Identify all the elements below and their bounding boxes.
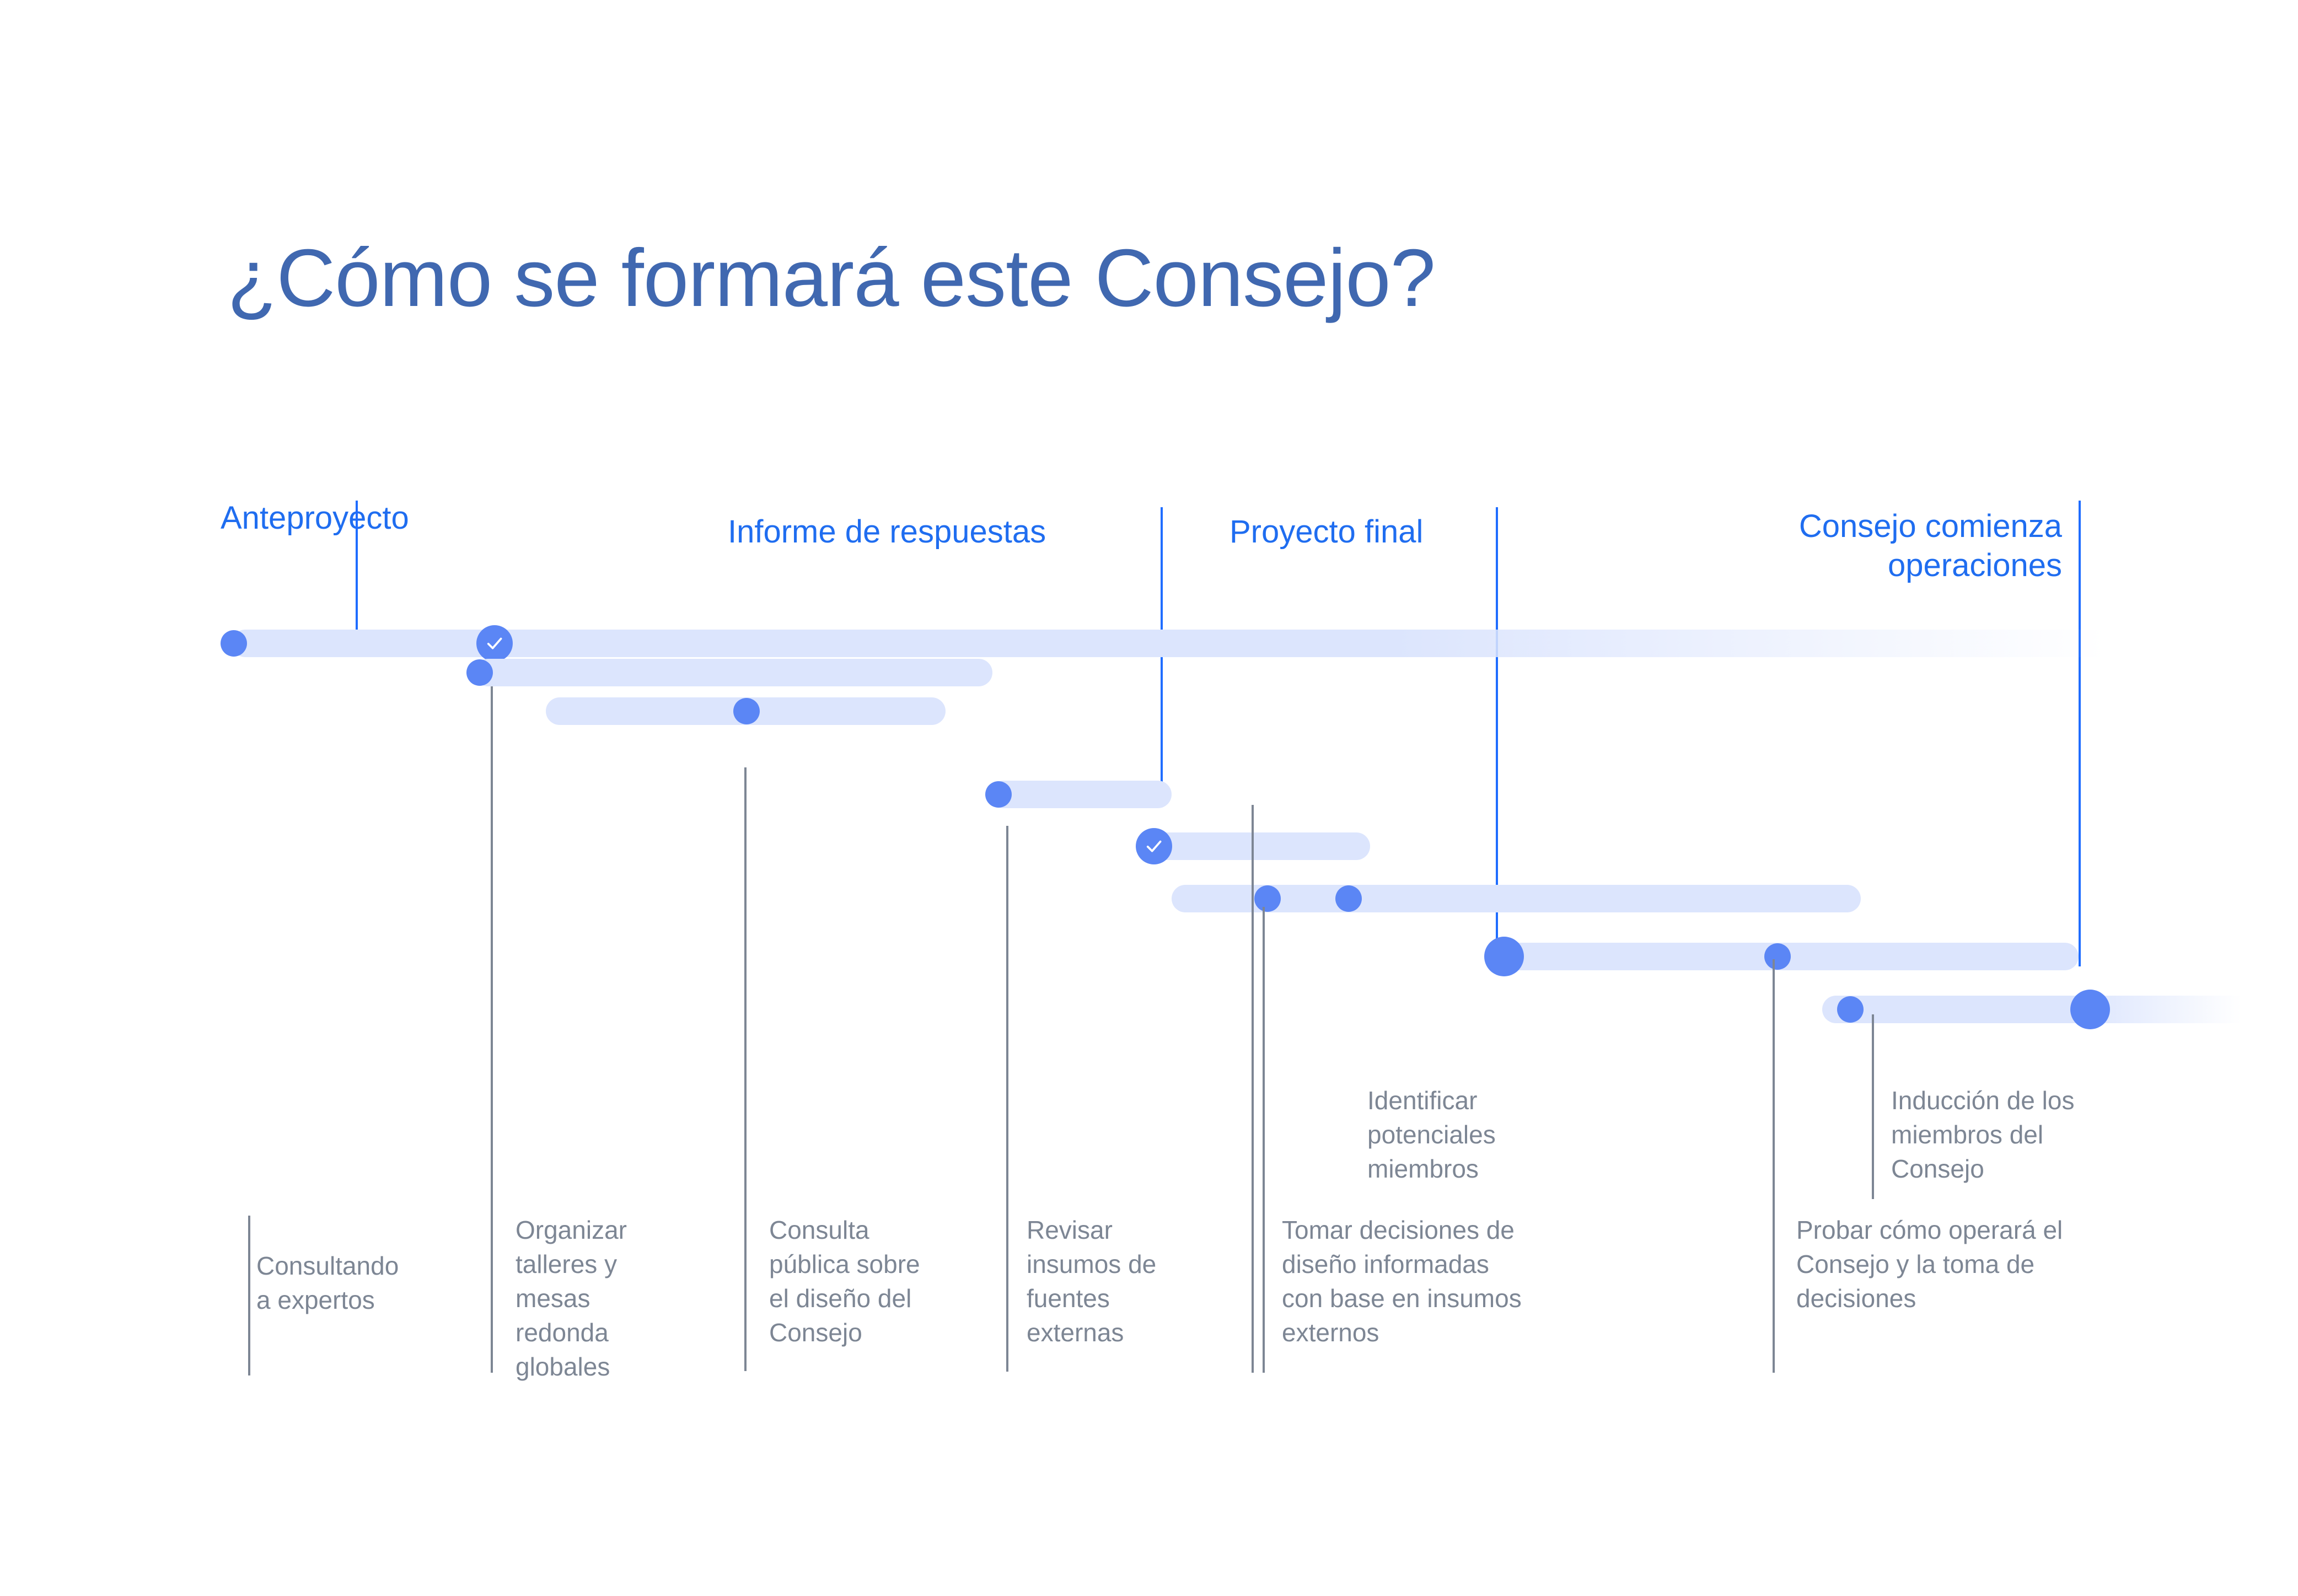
caption-text-8: Inducción de los miembros del Consejo [1891,1086,2075,1184]
caption-connector-line-7 [1773,959,1775,1373]
caption-text-3: Consulta pública sobre el diseño del Con… [769,1216,920,1347]
milestone-marker-line [2079,501,2081,966]
milestone-dot[interactable] [466,659,493,686]
page-title: ¿Cómo se formará este Consejo? [227,233,1436,324]
check-icon [1136,828,1172,864]
milestone-dot[interactable] [733,698,760,724]
caption-text-4: Revisar insumos de fuentes externas [1027,1216,1157,1347]
caption-connector-line-1 [248,1216,250,1375]
caption-connector-line-8 [1872,1014,1874,1199]
milestone-dot[interactable] [1254,885,1281,912]
milestone-marker-line [356,501,358,633]
milestone-label: Anteproyecto [221,500,409,536]
caption-connector-line-6 [1252,805,1254,1373]
milestone-dot[interactable] [1837,996,1864,1023]
milestone-check-dot[interactable] [1136,828,1172,864]
check-icon [476,625,513,662]
caption-text-1: Consultando a expertos [256,1251,399,1315]
milestone-dot[interactable] [1764,943,1791,970]
milestone-dot[interactable] [985,781,1012,808]
caption-text-7: Probar cómo operará el Consejo y la toma… [1796,1216,2063,1313]
gantt-bar[interactable] [232,630,2106,657]
gantt-bar[interactable] [1822,996,2241,1023]
gantt-bar[interactable] [990,781,1172,808]
milestone-check-dot[interactable] [476,625,513,662]
gantt-bar[interactable] [474,659,992,686]
caption-connector-line-4 [1006,826,1008,1372]
gantt-bar[interactable] [1172,885,1861,912]
milestone-label: Consejo comienza operaciones [1798,508,2062,583]
caption-connector-line-3 [744,767,747,1371]
milestone-dot[interactable] [1335,885,1362,912]
caption-text-5: Tomar decisiones de diseño informadas co… [1282,1216,1522,1347]
caption-connector-line-2 [491,686,493,1373]
milestone-marker-line [1496,507,1498,968]
milestone-dot[interactable] [1484,937,1524,976]
milestone-dot[interactable] [2070,990,2110,1029]
milestone-label: Informe de respuestas [728,514,1046,550]
milestone-dot[interactable] [221,630,247,657]
caption-text-6: Identificar potenciales miembros [1367,1086,1496,1184]
caption-connector-line-5 [1263,907,1265,1373]
milestone-label: Proyecto final [1229,514,1424,550]
gantt-bar[interactable] [1147,832,1370,860]
caption-text-2: Organizar talleres y mesas redonda globa… [516,1216,627,1382]
